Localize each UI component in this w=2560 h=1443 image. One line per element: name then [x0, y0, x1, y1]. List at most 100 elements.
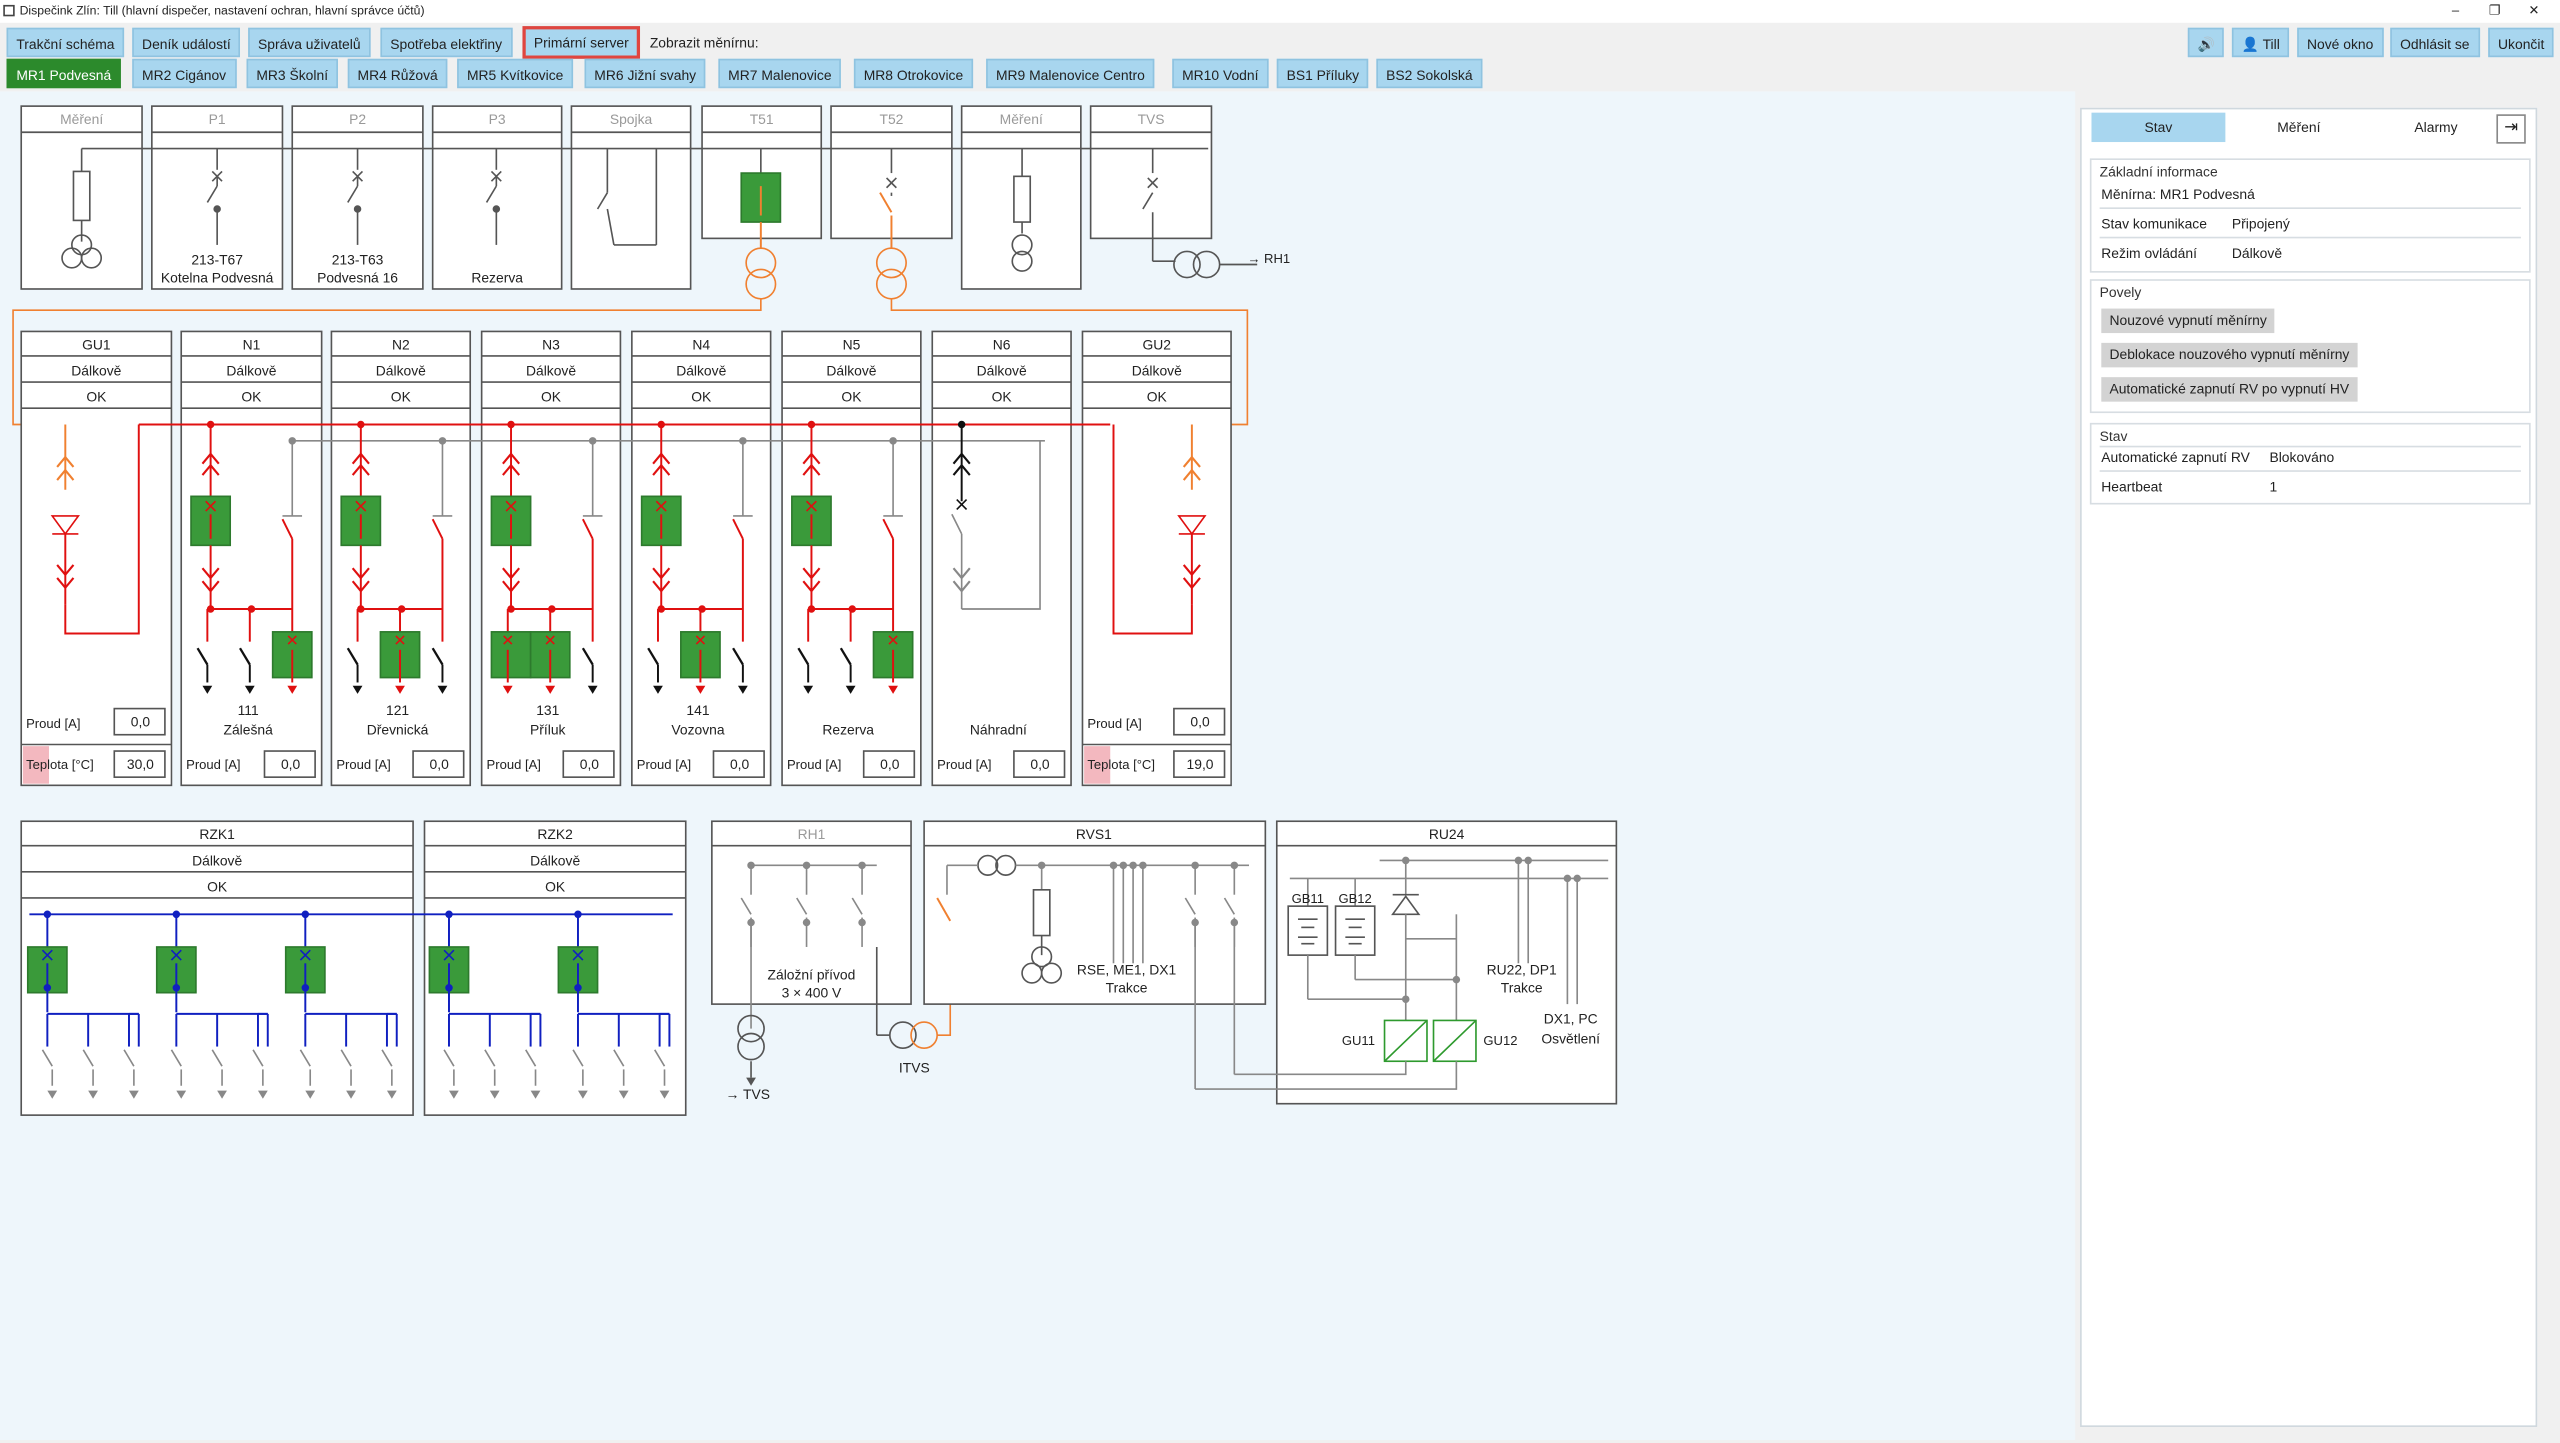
user-button[interactable]: 👤 Till: [2231, 27, 2290, 58]
junction-dot: [357, 605, 365, 613]
quit-button[interactable]: Ukončit: [2488, 27, 2555, 58]
basic-info-group: Základní informace Měnírna: MR1 Podvesná…: [2089, 158, 2531, 273]
chevron-up-icon: [952, 452, 971, 465]
arrow-down-icon: [202, 685, 213, 694]
switch-blade: [485, 185, 498, 203]
dc-cell-status: OK: [541, 389, 562, 405]
temp-alarm-indicator: [1084, 746, 1111, 784]
arrow-down-icon: [653, 685, 663, 694]
switch-blade: [525, 1049, 537, 1067]
feeder-place: Rezerva: [822, 722, 874, 738]
auto-rv-button[interactable]: Automatické zapnutí RV po vypnutí HV: [2101, 377, 2358, 402]
arrow-down-icon: [386, 1090, 397, 1099]
dc-cell-mode: Dálkově: [1132, 363, 1182, 379]
commands-title: Povely: [2099, 284, 2142, 301]
junction-dot: [353, 205, 362, 213]
breaker-cross: [205, 500, 217, 512]
user-management-button[interactable]: Správa uživatelů: [248, 27, 371, 58]
circle: [1173, 250, 1201, 279]
current-value: 0,0: [580, 756, 600, 772]
switch-blade-open: [346, 647, 359, 666]
tab-mr3[interactable]: MR3 Školní: [246, 58, 338, 89]
maximize-button[interactable]: ❐: [2488, 3, 2501, 18]
current-label: Proud [A]: [336, 757, 390, 772]
breaker-cross: [170, 949, 182, 961]
switch-blade-open: [239, 647, 251, 666]
ru24-text2: Trakce: [1501, 980, 1543, 996]
dc-cell-mode: Dálkově: [826, 363, 876, 379]
chevron-down-icon: [952, 567, 971, 580]
user-label: Till: [2262, 35, 2280, 53]
commands-group: Povely Nouzové vypnutí měnírny Deblokace…: [2089, 279, 2531, 414]
chevron-down-icon: [502, 580, 521, 593]
tab-mr1[interactable]: MR1 Podvesná: [6, 58, 122, 89]
ru24-feed: [1195, 1061, 1458, 1090]
separator: [2099, 445, 2521, 448]
switch-blade: [484, 1049, 496, 1067]
circle: [745, 268, 777, 300]
unblock-emergency-button[interactable]: Deblokace nouzového vypnutí měnírny: [2101, 342, 2358, 368]
energy-consumption-button[interactable]: Spotřeba elektřiny: [380, 27, 512, 58]
tab-mr10[interactable]: MR10 Vodní: [1172, 58, 1269, 89]
current-label: Proud [A]: [1087, 716, 1141, 731]
junction-dot: [213, 205, 221, 213]
dc-cell-name: N1: [243, 336, 261, 352]
tab-mr7[interactable]: MR7 Malenovice: [718, 58, 842, 89]
output-breaker-closed[interactable]: [490, 631, 532, 679]
spare-switch: [281, 518, 294, 540]
junction-dot: [301, 984, 310, 992]
tab-mr5[interactable]: MR5 Kvítkovice: [457, 58, 574, 89]
temp-value: 19,0: [1187, 756, 1214, 772]
primary-server-button[interactable]: Primární server: [522, 26, 641, 59]
event-log-button[interactable]: Deník událostí: [132, 27, 241, 58]
breaker-cross: [41, 949, 53, 961]
tab-measurement[interactable]: Měření: [2277, 119, 2321, 136]
chevron-down-icon: [802, 567, 821, 580]
rh1-name: RH1: [798, 826, 826, 842]
emergency-stop-button[interactable]: Nouzové vypnutí měnírny: [2101, 308, 2275, 334]
breaker-cross: [888, 635, 898, 645]
collapse-panel-icon[interactable]: ⇥: [2496, 114, 2526, 144]
sound-icon[interactable]: 🔊: [2187, 27, 2224, 58]
circle: [71, 234, 93, 256]
traction-scheme-button[interactable]: Trakční schéma: [6, 27, 125, 58]
tab-bs2[interactable]: BS2 Sokolská: [1376, 58, 1483, 89]
close-button[interactable]: ✕: [2528, 3, 2540, 18]
switch-blade: [951, 513, 963, 535]
tab-bs1[interactable]: BS1 Příluky: [1276, 58, 1369, 89]
gu11-label: GU11: [1342, 1033, 1375, 1048]
tab-mr6[interactable]: MR6 Jižní svahy: [584, 58, 706, 89]
junction-dot: [802, 918, 811, 927]
rzk-status: OK: [207, 878, 228, 894]
basic-info-title: Základní informace: [2099, 163, 2218, 180]
hv-bay-desc: Kotelna Podvesná: [161, 269, 274, 285]
tab-mr8[interactable]: MR8 Otrokovice: [853, 58, 973, 89]
switch-blade: [41, 1049, 53, 1067]
tab-mr4[interactable]: MR4 Růžová: [347, 58, 448, 89]
dc-cell-mode: Dálkově: [226, 363, 276, 379]
tab-mr9[interactable]: MR9 Malenovice Centro: [986, 58, 1155, 89]
arrow-down-icon: [352, 685, 363, 694]
arrow-down-icon: [346, 1090, 356, 1099]
arrow-down-icon: [176, 1090, 187, 1099]
tab-status[interactable]: Stav: [2091, 112, 2226, 143]
dc-cell-status: OK: [841, 389, 862, 405]
hv-bay-4: [570, 105, 692, 290]
current-value: 0,0: [730, 756, 750, 772]
breaker-cross: [655, 500, 667, 512]
logout-button[interactable]: Odhlásit se: [2390, 27, 2480, 58]
tab-alarms[interactable]: Alarmy: [2414, 119, 2458, 136]
switch-blade: [596, 192, 609, 210]
switch-blade-open: [581, 647, 594, 666]
gu2-return: [1112, 424, 1193, 635]
n6-loop: [961, 440, 1041, 610]
dc-cell-4: [631, 330, 772, 787]
new-window-button[interactable]: Nové okno: [2297, 27, 2384, 58]
current-label: Proud [A]: [186, 757, 240, 772]
current-value: 0,0: [1190, 714, 1210, 730]
minimize-button[interactable]: –: [2451, 3, 2460, 18]
station-name: Měnírna: MR1 Podvesná: [2101, 186, 2255, 203]
tab-mr2[interactable]: MR2 Cigánov: [132, 58, 236, 89]
